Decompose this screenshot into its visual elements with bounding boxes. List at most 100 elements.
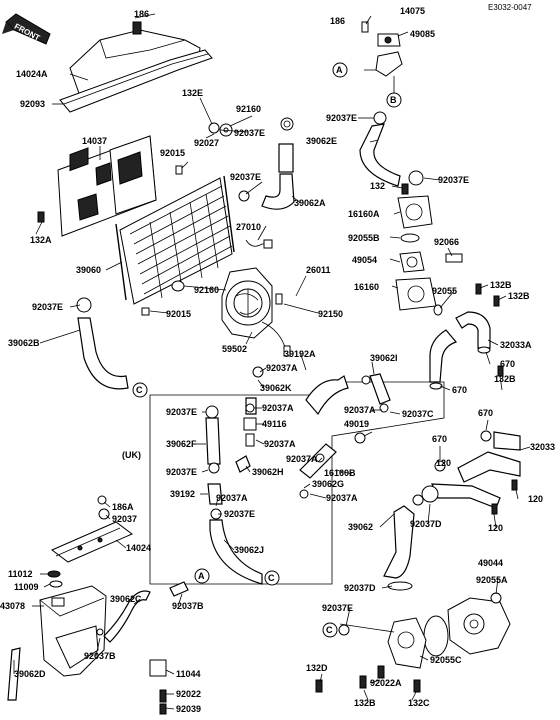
label-39062H: 39062H	[252, 467, 284, 477]
label-92037D-b: 92037D	[344, 583, 376, 593]
water-pump	[339, 592, 511, 669]
label-49044: 49044	[478, 558, 503, 568]
label-92037E-a: 92037E	[234, 128, 265, 138]
ref-A-top: A	[336, 65, 343, 75]
radiator-core	[115, 175, 235, 305]
label-92037E-g: 92037E	[224, 509, 255, 519]
label-92037A-top: 92037A	[344, 405, 376, 415]
ref-C-left: C	[136, 385, 143, 395]
ref-C-bottom: C	[326, 625, 333, 635]
label-132A: 132A	[30, 235, 52, 245]
label-11009: 11009	[14, 582, 39, 592]
label-132: 132	[370, 181, 385, 191]
label-39062F: 39062F	[166, 439, 197, 449]
label-670-b: 670	[452, 385, 467, 395]
sensor-92066-icon	[445, 253, 463, 263]
cap-11012-icon	[47, 570, 61, 578]
label-92037C: 92037C	[402, 409, 434, 419]
cap-43078-icon	[51, 597, 65, 607]
label-11044: 11044	[176, 669, 201, 679]
label-39062C: 39062C	[110, 594, 142, 604]
label-132B-d: 132B	[354, 698, 376, 708]
label-670-a: 670	[500, 359, 515, 369]
hose-39062F-icon	[205, 417, 221, 465]
hose-39062H-icon	[235, 455, 251, 473]
label-92093: 92093	[20, 99, 45, 109]
label-92037D-a: 92037D	[410, 519, 442, 529]
clip-92015-bot-icon	[141, 307, 150, 316]
label-92037A-a: 92037A	[266, 363, 298, 373]
thermostat-housing-16160A	[397, 195, 433, 229]
bolt-132E-icon	[208, 122, 220, 134]
damper-92160-mid-icon	[171, 280, 185, 292]
ref-circle-C-mid	[264, 570, 280, 586]
label-92055C: 92055C	[430, 655, 462, 665]
label-92160-mid: 92160	[194, 285, 219, 295]
hose-39192A-icon	[305, 375, 349, 416]
label-16160: 16160	[354, 282, 379, 292]
label-92037: 92037	[112, 514, 137, 524]
label-49054: 49054	[352, 255, 377, 265]
label-39062K: 39062K	[260, 383, 292, 393]
ref-circle-B-top	[386, 92, 402, 108]
bracket-11044-icon	[149, 659, 167, 677]
label-92037B-a: 92037B	[172, 601, 204, 611]
label-32033A: 32033A	[500, 340, 532, 350]
label-39062D: 39062D	[14, 669, 46, 679]
label-14024: 14024	[126, 543, 151, 553]
label-16160B: 16160B	[324, 468, 356, 478]
label-132D: 132D	[306, 663, 328, 673]
label-92150: 92150	[318, 309, 343, 319]
label-16160A: 16160A	[348, 209, 380, 219]
label-39062J: 39062J	[234, 545, 264, 555]
label-14075: 14075	[400, 6, 425, 16]
label-92037E-e: 92037E	[166, 407, 197, 417]
label-92037E-f: 92037E	[166, 467, 197, 477]
label-14024A: 14024A	[16, 69, 48, 79]
label-132E: 132E	[182, 88, 203, 98]
label-186A: 186A	[112, 502, 134, 512]
hose-39062I-icon	[369, 373, 391, 405]
cooling-fan	[221, 267, 291, 357]
hose-39062C-icon	[103, 590, 151, 643]
radiator-grille-strip	[59, 49, 213, 113]
label-92037A-d: 92037A	[286, 454, 318, 464]
label-92015-top: 92015	[160, 148, 185, 158]
hose-39062J-icon	[209, 519, 263, 585]
thermostat-49054-icon	[399, 251, 425, 273]
label-92037B-b: 92037B	[84, 651, 116, 661]
label-120-b: 120	[528, 494, 543, 504]
label-11012: 11012	[8, 569, 33, 579]
label-132C: 132C	[408, 698, 430, 708]
clip-92015-icon	[175, 165, 183, 175]
ref-B-top: B	[390, 95, 397, 105]
front-arrow-icon	[2, 13, 51, 45]
label-120-a: 120	[436, 458, 451, 468]
label-49116: 49116	[262, 419, 287, 429]
reservoir-tank	[39, 585, 107, 677]
tank-bracket-14024	[51, 521, 133, 563]
label-92066: 92066	[434, 237, 459, 247]
label-39062: 39062	[348, 522, 373, 532]
hose-fitting-icon	[278, 143, 294, 173]
label-39062A: 39062A	[294, 198, 326, 208]
label-49085: 49085	[410, 29, 435, 39]
hose-39192-icon	[207, 483, 223, 505]
label-92039: 92039	[176, 704, 201, 714]
label-39062E: 39062E	[306, 136, 337, 146]
label-670-d: 670	[432, 434, 447, 444]
label-14037: 14037	[82, 136, 107, 146]
label-92055B: 92055B	[348, 233, 380, 243]
pipe-32033A-icon	[455, 311, 491, 349]
ref-circle-C-bottom	[322, 622, 338, 638]
label-39062G: 39062G	[312, 479, 344, 489]
label-92037A-c: 92037A	[264, 439, 296, 449]
label-92037E-b: 92037E	[230, 172, 261, 182]
label-92022A: 92022A	[370, 678, 402, 688]
label-186-right: 186	[330, 16, 345, 26]
o-ring-92055B-icon	[400, 233, 420, 243]
label-43078: 43078	[0, 601, 25, 611]
label-26011: 26011	[306, 265, 331, 275]
label-39192: 39192	[170, 489, 195, 499]
thermostat-base-16160	[395, 277, 437, 311]
